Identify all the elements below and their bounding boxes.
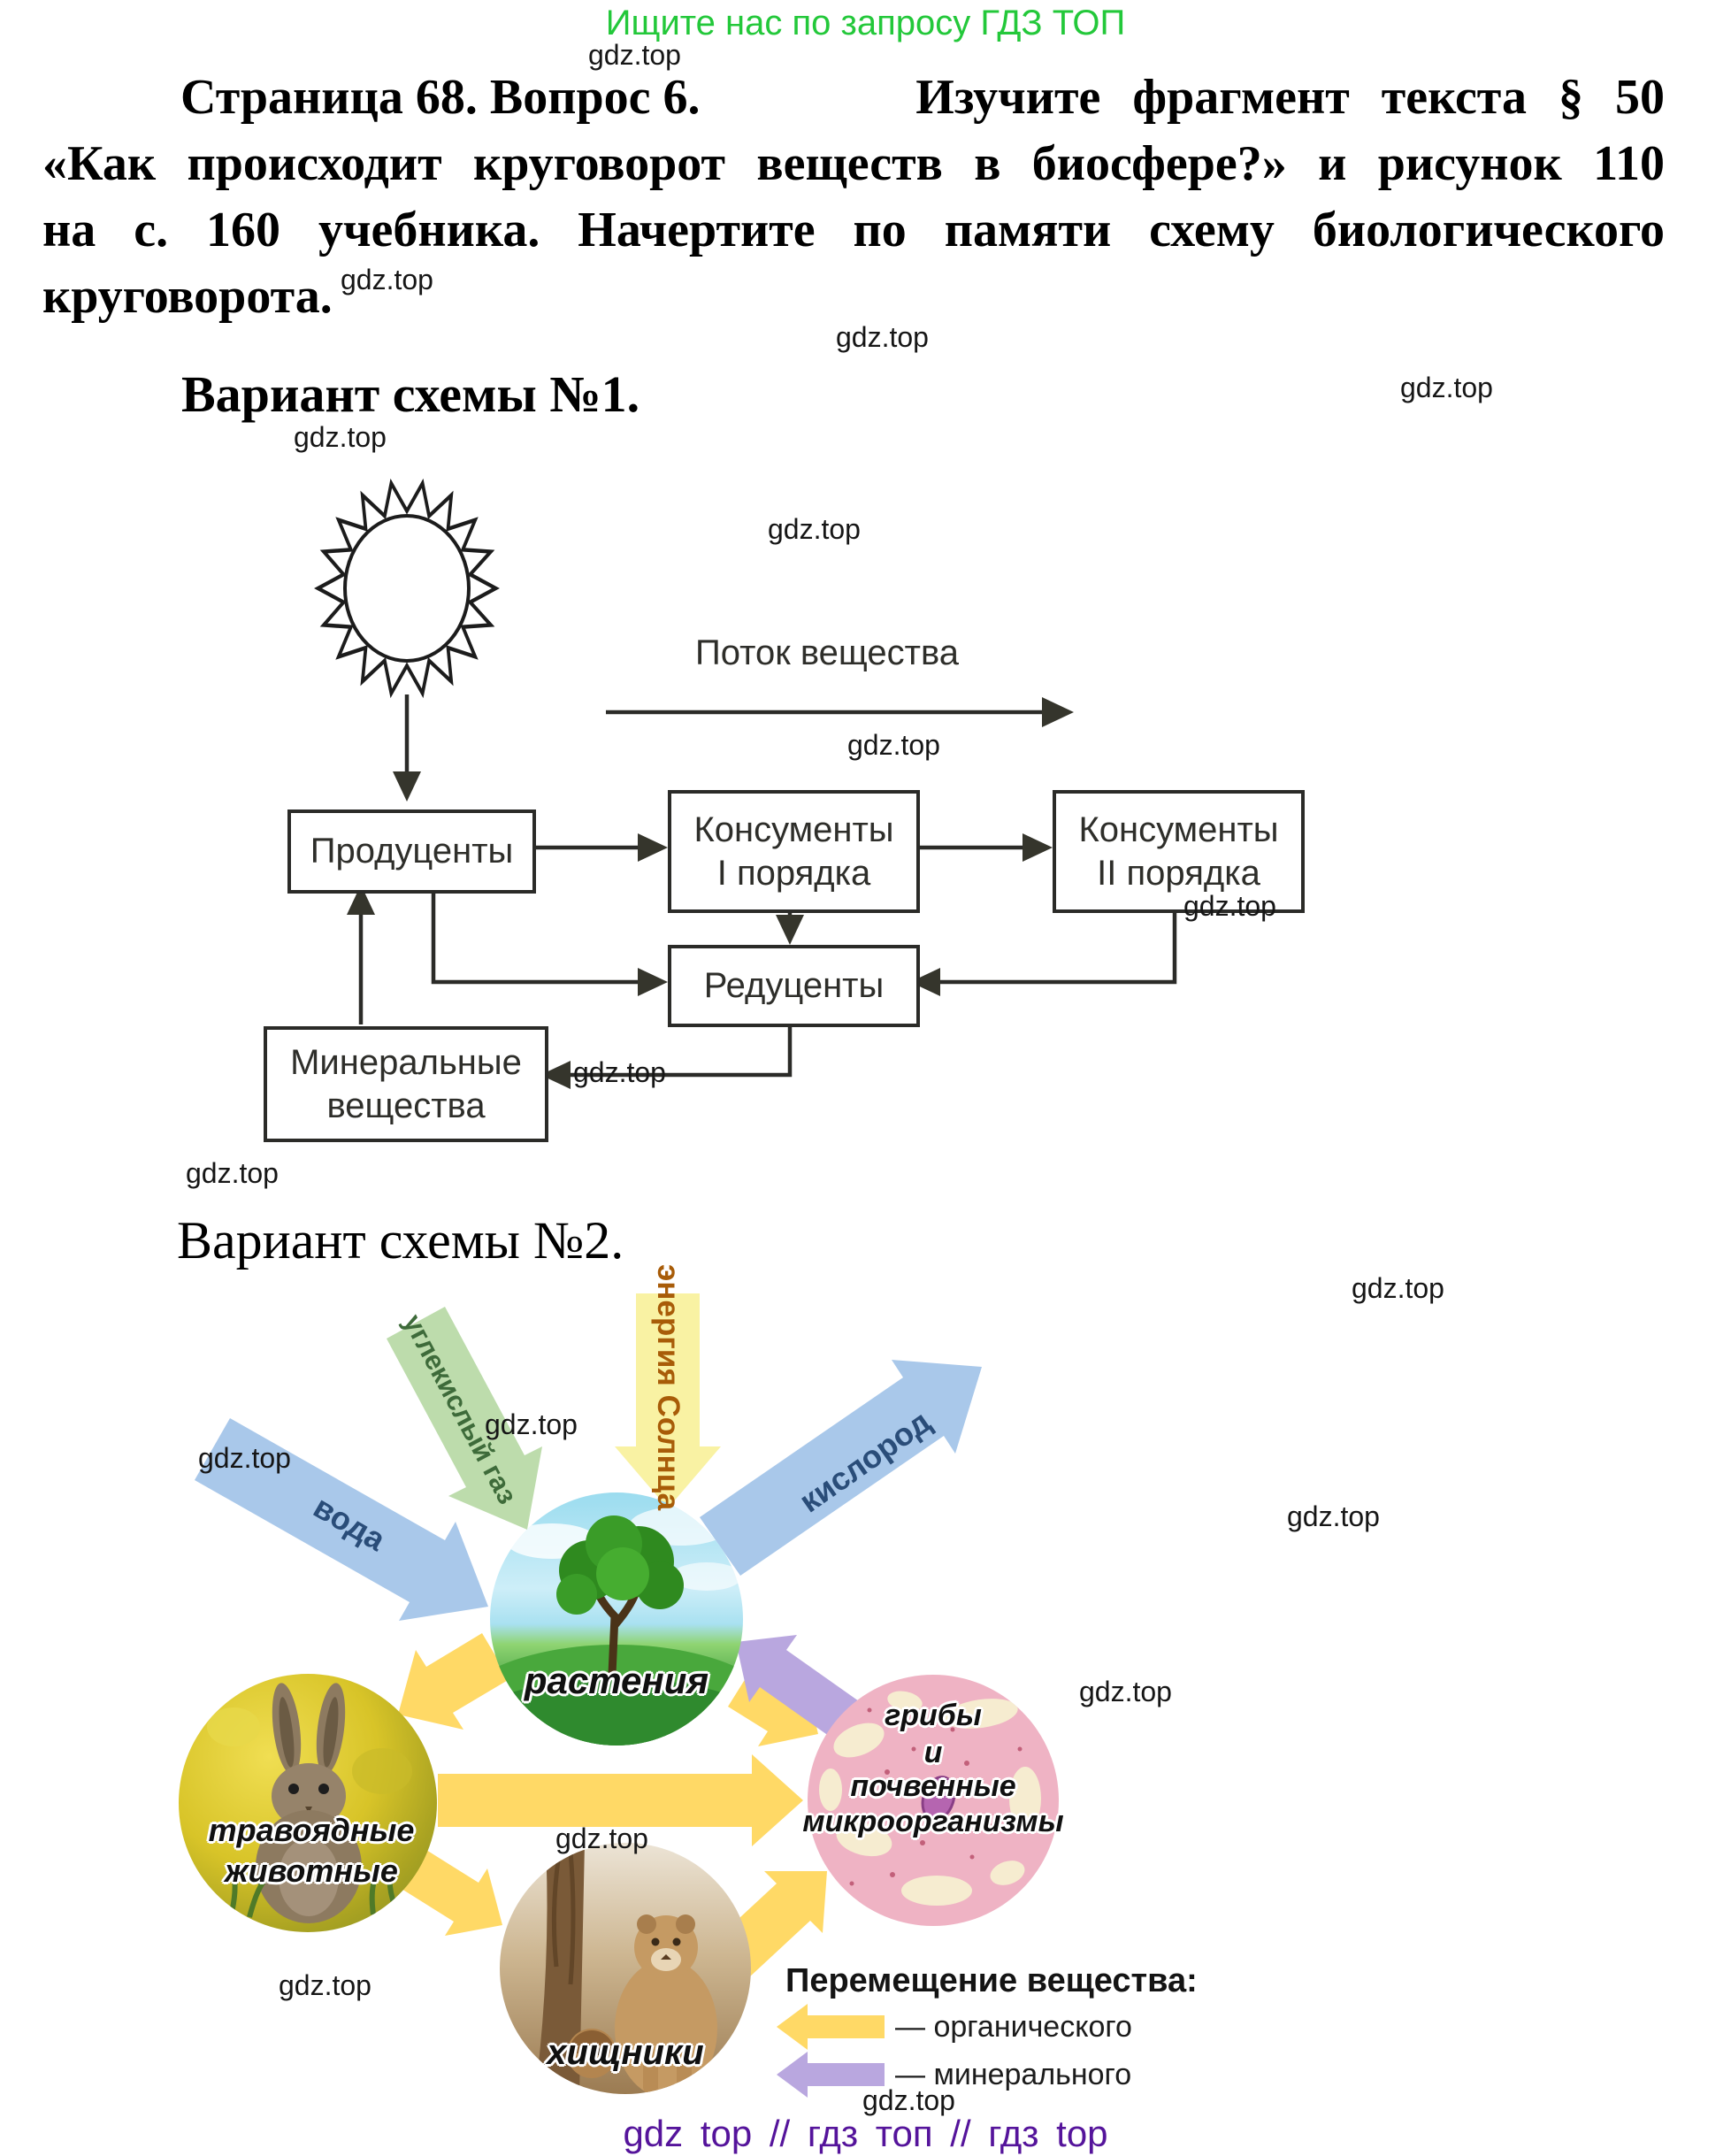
rabbit-illustration [207, 1683, 412, 1923]
fungi-node-label-line2: и [923, 1736, 943, 1769]
sun-energy-arrow [615, 1293, 721, 1508]
organic-arrow-herbivores-fungi [438, 1754, 803, 1846]
promo-banner: Ищите нас по запросу ГДЗ ТОП [605, 4, 1126, 42]
lions-illustration [535, 1843, 717, 2094]
gdz-watermark: gdz.top [198, 1442, 291, 1474]
gdz-watermark: gdz.top [768, 513, 861, 545]
herbivores-node [179, 1674, 437, 1932]
consumers1-label-line1: Консументы [693, 809, 894, 849]
herbivores-node-label-line2: животные [225, 1853, 398, 1889]
legend-title: Перемещение вещества: [785, 1962, 1198, 1999]
gdz-watermark: gdz.top [588, 39, 681, 71]
flowchart-lines [358, 694, 1177, 1078]
fungi-node [808, 1675, 1059, 1926]
water-arrow [195, 1418, 488, 1621]
gdz-watermark: gdz.top [186, 1157, 279, 1189]
producers-label: Продуценты [310, 832, 514, 871]
gdz-watermark: gdz.top [1352, 1272, 1444, 1304]
legend-organic-label: — органического [895, 2010, 1132, 2044]
task-text-line-3: на с. 160 учебника. Начертите по памяти … [42, 203, 1665, 257]
predators-node [500, 1843, 751, 2094]
oxygen-arrow [700, 1360, 982, 1576]
flow-of-matter-label: Поток вещества [695, 633, 959, 672]
task-text-line-1-left: Страница 68. Вопрос 6. [180, 70, 701, 125]
gdz-watermark: gdz.top [279, 1969, 371, 2001]
scheme1-heading: Вариант схемы №1. [181, 365, 640, 423]
minerals-box: Минеральные вещества [264, 1026, 548, 1142]
legend-organic-arrow [777, 2004, 885, 2050]
gdz-watermark: gdz.top [1287, 1500, 1380, 1532]
scheme2-heading: Вариант схемы №2. [177, 1211, 624, 1270]
producers-box: Продуценты [287, 809, 536, 894]
consumers1-label-line2: I порядка [716, 853, 871, 893]
plants-node-label: растения [524, 1660, 709, 1701]
gdz-watermark: gdz.top [1400, 372, 1493, 403]
task-text-line-1: Страница 68. Вопрос 6. Изучите фрагмент … [42, 69, 1665, 126]
co2-arrow [387, 1307, 542, 1530]
flowchart-arrowheads [347, 697, 1074, 1089]
consumers2-box: Консументы II порядка [1053, 790, 1305, 913]
tree-illustration [490, 1507, 743, 1746]
gdz-watermark: gdz.top [1079, 1676, 1172, 1707]
gdz-watermark: gdz.top [862, 2084, 955, 2116]
task-text-line-2: «Как происходит круговорот веществ в био… [42, 136, 1665, 191]
footer-text: gdz top // гдз топ // гдз top [623, 2113, 1108, 2154]
consumers2-label-line1: Консументы [1078, 809, 1279, 849]
reducers-label: Редуценты [703, 966, 885, 1006]
herbivores-node-label-line1: травоядные [208, 1812, 415, 1848]
fungi-node-label-line1: грибы [885, 1699, 982, 1732]
gdz-watermark: gdz.top [294, 421, 387, 453]
sun-icon [314, 478, 500, 699]
legend-mineral-arrow [777, 2052, 885, 2098]
task-text-line-1-right: Изучите фрагмент текста § 50 [915, 70, 1665, 125]
fungi-node-label-line4: микроорганизмы [802, 1805, 1064, 1838]
predators-node-label: хищники [547, 2033, 704, 2072]
gdz-watermark: gdz.top [555, 1822, 648, 1854]
gdz-watermark: gdz.top [485, 1408, 578, 1440]
reducers-box: Редуценты [668, 945, 920, 1027]
fungi-node-label-line3: почвенные [850, 1769, 1016, 1803]
gdz-watermark: gdz.top [573, 1056, 666, 1088]
minerals-label-line2: вещества [326, 1086, 486, 1125]
gdz-watermark: gdz.top [847, 729, 940, 761]
gdz-watermark: gdz.top [836, 321, 929, 353]
legend-mineral-label: — минерального [895, 2058, 1132, 2091]
sun-energy-arrow-label: энергия Солнца [651, 1263, 686, 1511]
microorganisms-illustration [819, 1691, 1041, 1906]
gdz-watermark: gdz.top [341, 264, 433, 295]
plants-node [490, 1492, 743, 1746]
consumers1-box: Консументы I порядка [668, 790, 920, 913]
minerals-label-line1: Минеральные [290, 1042, 522, 1082]
organic-arrow-plants-herbivores [398, 1633, 509, 1730]
consumers2-label-line2: II порядка [1097, 853, 1260, 893]
gdz-watermark: gdz.top [1183, 890, 1276, 922]
task-text-line-4: круговорота. [42, 269, 333, 324]
